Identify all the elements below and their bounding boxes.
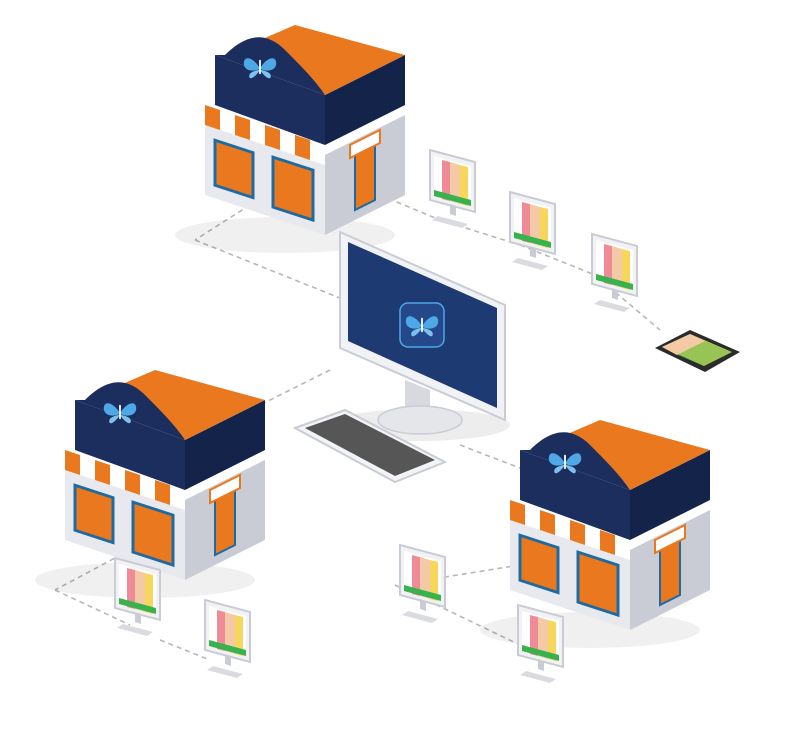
server-screen-logo bbox=[399, 302, 445, 348]
store-top bbox=[175, 25, 405, 253]
terminal-left-1 bbox=[114, 557, 161, 637]
terminal-top-1 bbox=[429, 149, 476, 229]
keyboard bbox=[292, 408, 448, 484]
terminal-top-3 bbox=[591, 233, 638, 313]
store-right bbox=[480, 420, 710, 648]
server-computer bbox=[292, 230, 510, 484]
terminal-left-2 bbox=[204, 599, 251, 679]
terminal-top-2 bbox=[509, 191, 556, 271]
terminal-right-1 bbox=[399, 544, 446, 624]
tablet-terminal bbox=[655, 330, 740, 372]
store-left bbox=[35, 370, 265, 598]
terminal-right-2 bbox=[517, 604, 564, 684]
